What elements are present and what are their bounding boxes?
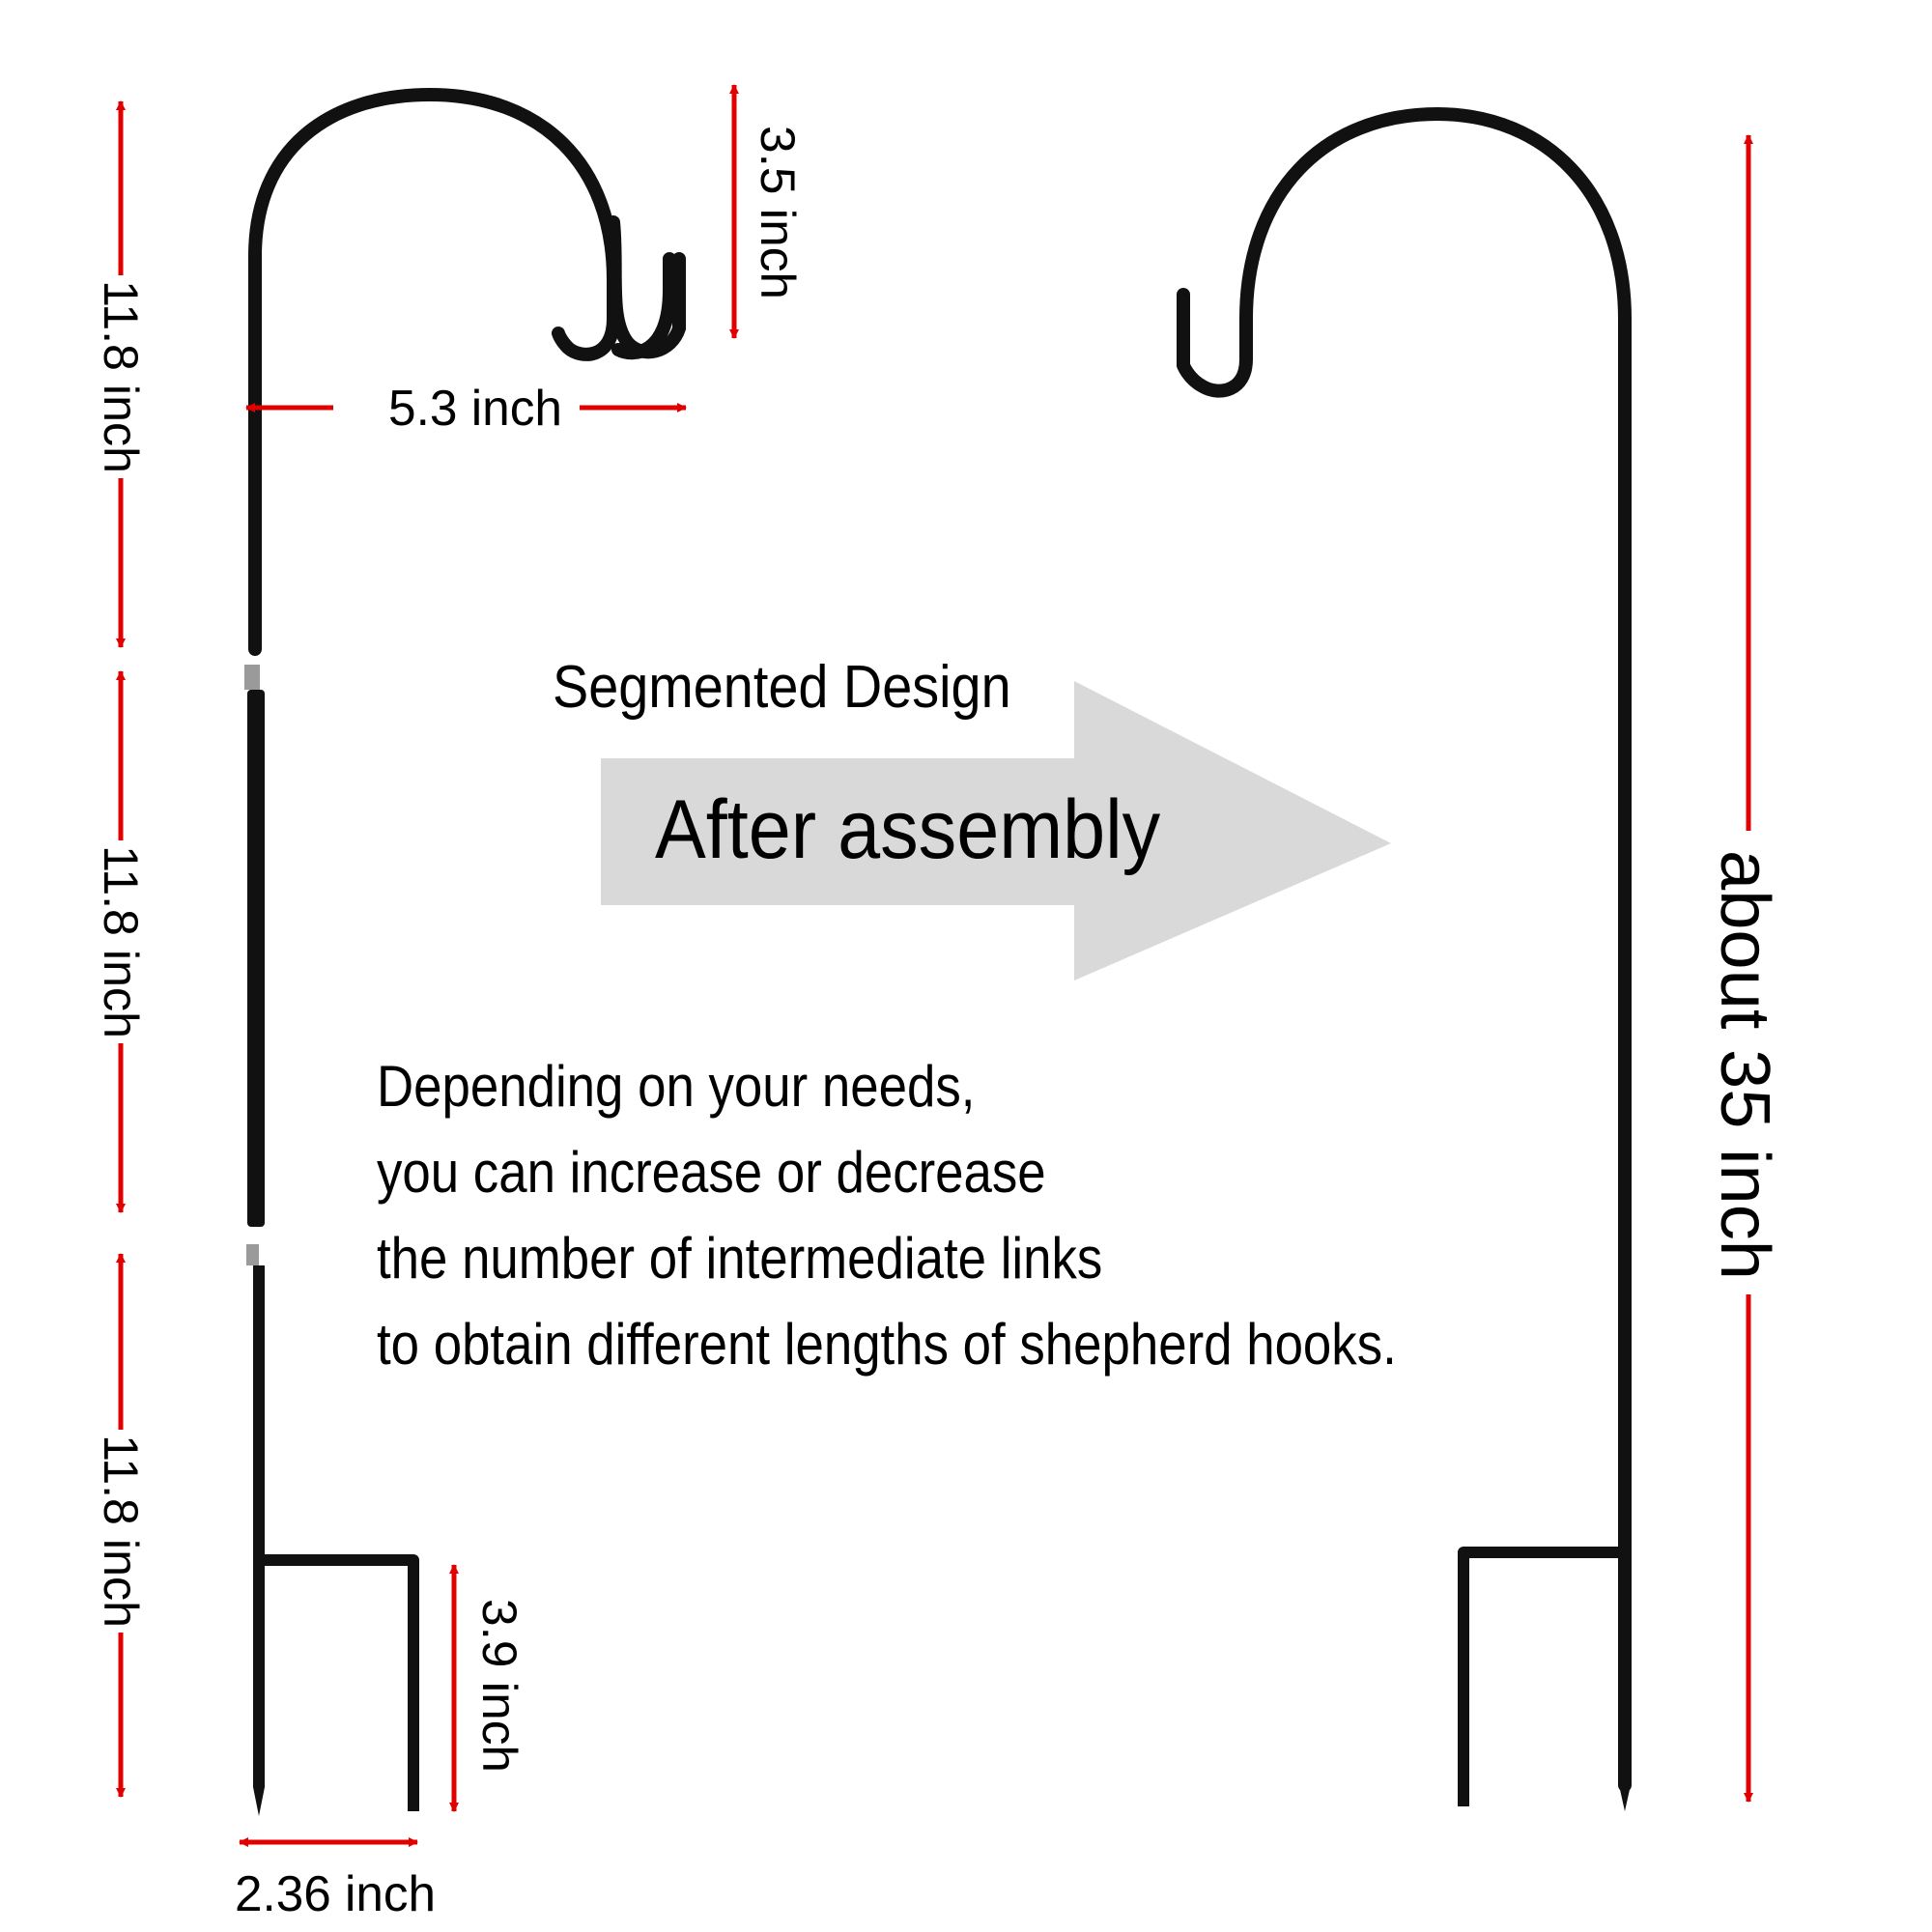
hook-height-label: 3.5 inch [751, 126, 805, 299]
top-segment [248, 87, 676, 656]
caption-line: Depending on your needs, [377, 1054, 976, 1119]
after-assembly-label: After assembly [655, 783, 1161, 876]
middle-segment [244, 665, 265, 1227]
caption: Depending on your needs, you can increas… [377, 1043, 1397, 1387]
top-hook-curl [607, 215, 686, 359]
hook-width-label: 5.3 inch [388, 381, 562, 437]
dimension-arrows [116, 84, 1753, 1847]
prong-height-label: 3.9 inch [472, 1599, 526, 1773]
caption-line: to obtain different lengths of shepherd … [377, 1312, 1397, 1377]
total-height-label: about 35 inch [1706, 850, 1783, 1280]
caption-line: you can increase or decrease [377, 1140, 1046, 1205]
assembly-arrow [601, 681, 1391, 980]
bottom-segment [246, 1244, 419, 1816]
middle-segment-label: 11.8 inch [94, 845, 148, 1038]
assembled-hook [1177, 106, 1632, 1811]
bottom-segment-label: 11.8 inch [94, 1435, 148, 1628]
segmented-design-title: Segmented Design [553, 654, 1011, 721]
caption-line: the number of intermediate links [377, 1226, 1103, 1291]
top-segment-label: 11.8 inch [94, 280, 148, 473]
prong-width-label: 2.36 inch [235, 1866, 436, 1922]
